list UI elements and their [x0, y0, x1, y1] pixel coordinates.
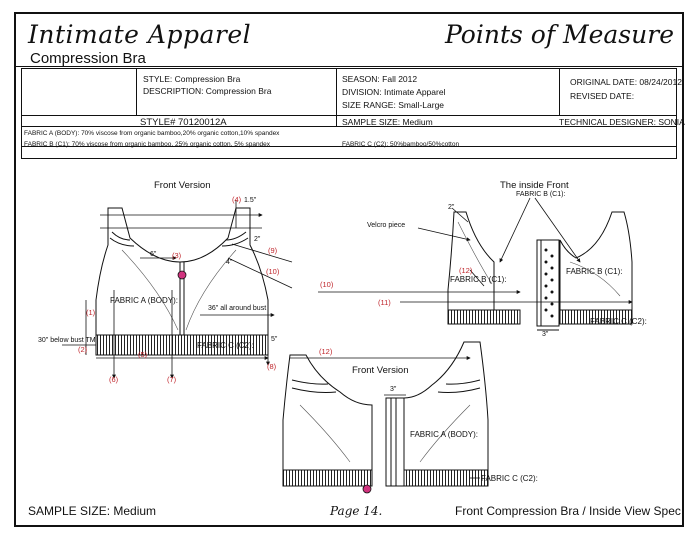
spec-size-range: SIZE RANGE: Small-Large — [342, 100, 445, 110]
dim-5: 5" — [271, 336, 278, 343]
spec-description: DESCRIPTION: Compression Bra — [143, 86, 272, 96]
point-3: (3) — [172, 251, 182, 260]
front-version-title-bottom: Front Version — [352, 365, 409, 376]
dim-2: 2" — [254, 236, 261, 243]
point-4: (4) — [232, 195, 242, 204]
spec-table: STYLE: Compression Bra DESCRIPTION: Comp… — [21, 68, 685, 159]
spec-fabric-b: FABRIC B (C1): 70% viscose from organic … — [24, 141, 271, 148]
fabric-c-label-inside: FABRIC C (C2): — [590, 317, 647, 326]
front-bra-bottom-drawing — [282, 341, 489, 487]
point-10-left: (10) — [266, 267, 280, 276]
front-bra-left-drawing — [95, 207, 269, 356]
dim-3-bottom: 3" — [390, 386, 397, 393]
footer-sample-size: SAMPLE SIZE: Medium — [28, 504, 157, 518]
spec-technical-designer: TECHNICAL DESIGNER: SONIA — [559, 117, 685, 127]
footer-caption: Front Compression Bra / Inside View Spec — [455, 504, 681, 518]
inside-front-drawing — [447, 211, 633, 331]
page-subtitle: Compression Bra — [30, 50, 146, 67]
spec-original-date: ORIGINAL DATE: 08/24/2012 — [570, 77, 682, 87]
dim-3-inside: 3" — [542, 331, 549, 338]
fabric-a-label-bottom: FABRIC A (BODY): — [410, 430, 479, 439]
point-6: (6) — [109, 375, 119, 384]
point-12-inside: (12) — [459, 266, 473, 275]
fabric-a-label-left: FABRIC A (BODY): — [110, 296, 179, 305]
point-5: (5) — [138, 350, 148, 359]
point-2: (2) — [78, 345, 88, 354]
spec-season: SEASON: Fall 2012 — [342, 74, 418, 84]
spec-fabric-c: FABRIC C (C2): 50%bamboo/50%cotton — [342, 141, 460, 148]
pull-tab-marker — [177, 270, 187, 280]
point-12: (12) — [319, 347, 333, 356]
inside-front-title: The inside Front — [500, 180, 569, 191]
point-7: (7) — [167, 375, 177, 384]
header-left-title: Intimate Apparel — [28, 20, 252, 49]
spec-division: DIVISION: Intimate Apparel — [342, 87, 446, 97]
dim-6: 6" — [150, 251, 157, 258]
fabric-b-label-right: FABRIC B (C1): — [566, 267, 623, 276]
header-right-title: Points of Measure — [444, 20, 674, 49]
spec-sample-size: SAMPLE SIZE: Medium — [342, 117, 433, 127]
velcro-label: Velcro piece — [367, 222, 406, 229]
dim-4: 4" — [226, 259, 233, 266]
spec-style-number: STYLE# 70120012A — [140, 117, 227, 128]
header-divider — [14, 66, 684, 67]
spec-fabric-a: FABRIC A (BODY): 70% viscose from organi… — [24, 130, 280, 137]
spec-revised-date: REVISED DATE: — [570, 91, 635, 101]
front-bra-bottom-measure-lines — [290, 356, 480, 479]
fabric-c-label-left: FABRIC C (C2): — [197, 341, 254, 350]
point-9: (9) — [268, 246, 278, 255]
page-frame — [14, 12, 684, 527]
note-around-bust: 36" all around bust — [208, 305, 267, 312]
fabric-b-label-top: FABRIC B (C1): — [516, 191, 566, 198]
footer-page-number: Page 14. — [330, 504, 383, 518]
point-8: (8) — [267, 362, 277, 371]
dim-1-5: 1.5" — [244, 197, 257, 204]
point-1: (1) — [86, 308, 96, 317]
spec-style: STYLE: Compression Bra — [143, 74, 241, 84]
front-version-title-left: Front Version — [154, 180, 211, 191]
fabric-b-label-left: FABRIC B (C1): — [450, 275, 507, 284]
pull-tab-marker-bottom — [362, 484, 372, 494]
front-bra-left-measure-lines — [62, 200, 293, 379]
point-11: (11) — [378, 298, 391, 307]
fabric-c-label-bottom: FABRIC C (C2): — [481, 474, 538, 483]
point-10: (10) — [320, 280, 334, 289]
inside-front-leader-lines — [318, 197, 633, 304]
note-below-bust: 30" below bust TM — [38, 337, 96, 344]
dim-2-inside: 2" — [448, 204, 455, 211]
